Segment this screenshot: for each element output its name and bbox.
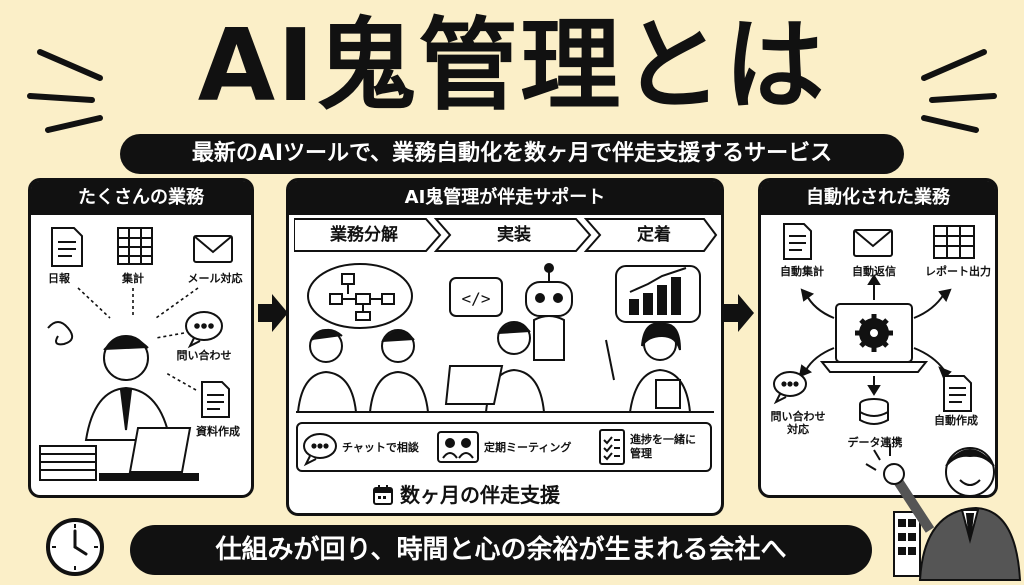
database-icon bbox=[859, 398, 889, 425]
tool-label-meeting: 定期ミーティング bbox=[484, 441, 572, 454]
support-tool-icons bbox=[303, 429, 625, 467]
task-label-documents: 資料作成 bbox=[196, 425, 240, 438]
auto-label-aggregate: 自動集計 bbox=[780, 265, 824, 278]
tool-label-chat: チャットで相談 bbox=[342, 441, 419, 454]
report-document-icon bbox=[201, 381, 230, 418]
main-title: AI鬼管理とは bbox=[197, 7, 827, 124]
clock-icon bbox=[46, 518, 104, 576]
video-meeting-icon bbox=[437, 431, 479, 463]
auto-reply-mail-icon bbox=[853, 229, 893, 257]
task-label-inquiry: 問い合わせ bbox=[176, 349, 232, 362]
code-bubble-icon: </> bbox=[449, 277, 503, 317]
step-establish: 定着 bbox=[637, 225, 671, 245]
auto-create-document-icon bbox=[943, 375, 972, 412]
process-steps-chevrons bbox=[294, 218, 718, 252]
tool-label-progress: 進捗を一緒に管理 bbox=[630, 433, 696, 460]
auto-label-inquiry: 問い合わせ対応 bbox=[770, 410, 826, 436]
inquiry-chat-icon bbox=[773, 371, 807, 405]
auto-aggregate-document-icon bbox=[783, 223, 812, 260]
chat-icon bbox=[185, 311, 223, 349]
task-label-daily-report: 日報 bbox=[48, 272, 70, 285]
process-steps: 業務分解 実装 定着 bbox=[294, 218, 718, 252]
auto-label-report: レポート出力 bbox=[925, 265, 991, 278]
mail-icon bbox=[193, 235, 233, 263]
happy-businessman-illustration bbox=[865, 444, 1022, 581]
right-panel-header: 自動化された業務 bbox=[761, 181, 995, 215]
task-label-aggregation: 集計 bbox=[122, 272, 144, 285]
checklist-icon bbox=[599, 429, 625, 465]
right-panel-art bbox=[773, 223, 975, 425]
stressed-worker-illustration bbox=[39, 321, 199, 481]
center-panel-header: AI鬼管理が伴走サポート bbox=[289, 181, 721, 215]
support-tools-box bbox=[296, 422, 712, 472]
arrow-right-icon bbox=[258, 294, 288, 332]
arrow-right-icon-2 bbox=[724, 294, 754, 332]
spreadsheet-icon bbox=[117, 227, 153, 265]
flowchart-bubble-icon bbox=[307, 263, 413, 329]
task-label-email: メール対応 bbox=[187, 272, 243, 285]
burst-lines-decoration bbox=[27, 49, 997, 133]
step-decompose: 業務分解 bbox=[330, 225, 398, 245]
growth-chart-bubble-icon bbox=[615, 265, 701, 323]
bottom-message-banner: 仕組みが回り、時間と心の余裕が生まれる会社へ bbox=[130, 525, 872, 575]
subtitle-banner: 最新のAIツールで、業務自動化を数ヶ月で伴走支援するサービス bbox=[120, 134, 904, 174]
left-panel-art bbox=[39, 227, 233, 481]
step-implement: 実装 bbox=[497, 225, 531, 245]
report-table-icon bbox=[933, 225, 975, 259]
left-panel-header: たくさんの業務 bbox=[31, 181, 251, 215]
robot-icon bbox=[525, 263, 573, 361]
calendar-icon bbox=[373, 485, 393, 505]
auto-label-create: 自動作成 bbox=[934, 414, 978, 427]
auto-label-data-link: データ連携 bbox=[847, 436, 903, 449]
left-panel: たくさんの業務 bbox=[28, 178, 254, 498]
team-meeting-illustration bbox=[296, 321, 692, 413]
svg-text:</>: </> bbox=[462, 289, 491, 308]
document-icon bbox=[51, 227, 83, 267]
auto-label-reply: 自動返信 bbox=[852, 265, 896, 278]
chat-bubble-icon bbox=[303, 433, 337, 467]
monthly-support-label: 数ヶ月の伴走支援 bbox=[400, 483, 560, 507]
center-collaboration-art: </> bbox=[296, 263, 714, 413]
laptop-gear-icon bbox=[819, 303, 929, 373]
